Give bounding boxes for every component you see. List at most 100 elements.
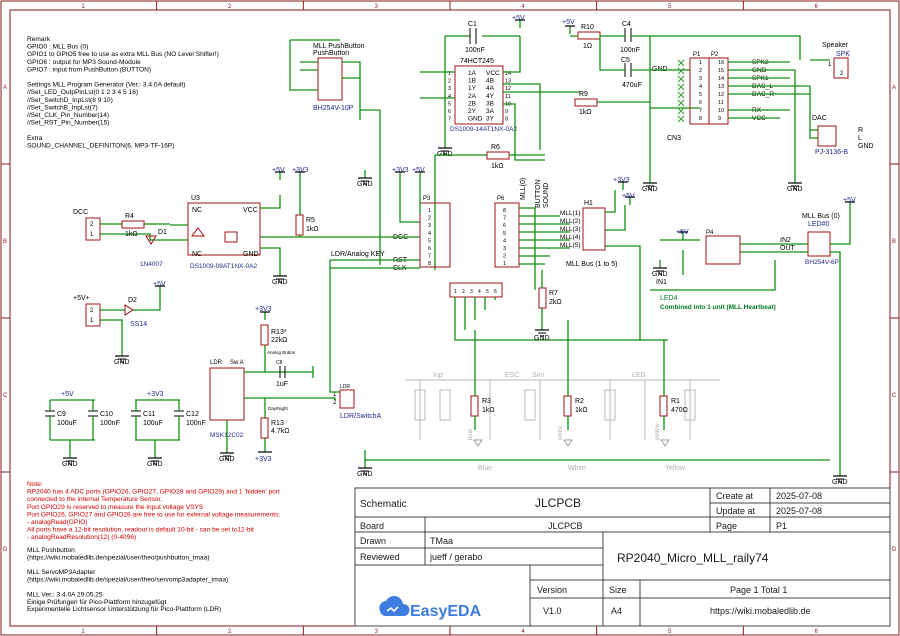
mll-bus0-title: MLL Bus (0) (802, 213, 840, 220)
ic-74hct-ref: 74HCT245 (460, 58, 494, 65)
r1-resistor: R1 470Ω (659, 395, 688, 417)
r9-ref: R9 (579, 91, 588, 98)
p3v3-label-r13star: +3V3 (255, 306, 272, 313)
r6-resistor: R6 1kΩ (486, 144, 510, 170)
r3-resistor: R3 1kΩ (470, 395, 495, 417)
ic-pin-left: GND (468, 116, 483, 123)
column-label: 6 (815, 629, 819, 635)
ic-pin-num: 6 (448, 109, 451, 115)
r1-value: 470Ω (671, 407, 688, 414)
c1-value: 100nF (465, 47, 485, 54)
p5v-label-d2: +5V (153, 281, 166, 288)
r4-resistor: R4 1kΩ (121, 213, 145, 238)
cap-value: 100nF (186, 420, 206, 427)
dcc-input: DCC 21 (73, 209, 170, 241)
p6-mll0: MLL(0) (520, 178, 527, 200)
text-line: - analogRead(GPIO) (27, 519, 87, 526)
no-connect-mark (677, 99, 685, 107)
p6-pin-num: 6 (503, 223, 506, 229)
r13-ref: R13 (271, 420, 284, 427)
msk-ldr-ref: LDR (210, 360, 223, 366)
tb-update-label: Update at (716, 506, 756, 516)
p5v-label-h1: +5V (622, 193, 635, 200)
p5-pin-num: 5 (428, 238, 431, 244)
ic-pin-num: 2 (448, 79, 451, 85)
text-line: //Set_SwitchB_InpLst(7) (27, 104, 98, 111)
cn3-pin-num: 12 (718, 92, 724, 98)
column-label: 1 (81, 4, 85, 10)
text-line: - analogReadResolution(12) (0-4096) (27, 534, 136, 541)
msk-day-night: Day/Night (268, 406, 289, 411)
ic-pin-left: 1Y (468, 85, 477, 92)
adc-note-block: Note:RP2040 has 4 ADC ports (GPIO26, GPI… (27, 481, 280, 541)
c8-ref: C8 (276, 360, 283, 366)
column-label: 6 (815, 4, 819, 10)
text-line: GPIO6 : output for MP3 Sound-Module (27, 59, 141, 66)
ic-pin-num: 8 (505, 117, 508, 123)
tb-size-label: Size (609, 585, 627, 595)
column-label: 2 (228, 629, 232, 635)
p6-pin-num: 8 (503, 208, 506, 214)
p5v-label-bus0: +5V (843, 197, 856, 204)
r1-ref: R1 (671, 398, 680, 405)
row-label: D (892, 547, 897, 553)
p5-pin-num: 2 (428, 216, 431, 222)
u3-pin-vcc: VCC (243, 207, 258, 214)
cn3-pin-num: 9 (718, 116, 721, 122)
no-connect-mark (677, 91, 685, 99)
cap-net-label: +3V3 (147, 391, 164, 398)
r9-value: 1kΩ (579, 109, 592, 116)
d2-part: SS14 (130, 321, 147, 328)
r3-value: 1kΩ (482, 407, 495, 414)
text-line: MLL Ver.: 3.4.0A 29.05.25 (27, 591, 103, 598)
ldr-sw-caption: LDR/SwitchA (340, 413, 382, 420)
r4-value: 1kΩ (125, 231, 138, 238)
ic-pin-num: 11 (505, 94, 511, 100)
svg-text:1: 1 (90, 232, 94, 238)
led4-caption: Combined into 1 unit (MLL Heartbeat) (660, 304, 776, 311)
p3v3-label-r13: +3V3 (255, 456, 272, 463)
r2-ref: R2 (575, 398, 584, 405)
speaker-title: Speaker (822, 42, 849, 49)
r13star-value: 22kΩ (271, 337, 288, 344)
ic-pin-num: 3 (448, 86, 451, 92)
p4-ref: P4 (706, 230, 714, 236)
text-line: Experimentelle Lichtsensor Unterstützung… (27, 606, 221, 613)
r3-ref: R3 (482, 398, 491, 405)
p6-pin-num: 4 (503, 238, 506, 244)
ic-pin-num: 9 (505, 109, 508, 115)
gnd-label-cn3: GND (787, 186, 803, 193)
mll-bus0-sub: LED#0 (808, 221, 830, 228)
tb-project: RP2040_Micro_MLL_raily74 (617, 551, 769, 565)
ldr-switch-connector: LDR LDR/SwitchA 12 (329, 260, 382, 420)
ghost-led-label: Blue (478, 465, 492, 472)
cn3-pin-num: 11 (718, 100, 724, 106)
gnd-label-u3: GND (272, 279, 288, 286)
p3v3-label-h1: +3V3 (613, 177, 630, 184)
ghost-led-label: Yellow (665, 465, 686, 472)
d1-ref: D1 (158, 229, 167, 236)
tb-update-value: 2025-07-08 (776, 506, 822, 516)
row-label: C (3, 393, 8, 399)
p6-pin-num: 3 (503, 246, 506, 252)
ghost-led-inner: blue (468, 428, 474, 440)
c5-ref: C5 (621, 57, 630, 64)
text-line: //Set_LED_OutpPinLst(0 1 2 3 4 5 16) (27, 89, 138, 96)
ic-pin-num: 13 (505, 79, 511, 85)
d2-net: +5V+ (73, 295, 90, 302)
text-line: //Set_RST_Pin_Number(15) (27, 120, 109, 127)
row-label: B (892, 239, 896, 245)
ic-pin-left: 2A (468, 93, 477, 100)
column-label: 4 (521, 4, 525, 10)
svg-text:1: 1 (828, 62, 832, 68)
r7-value: 2kΩ (549, 299, 562, 306)
p6-pin-num: 1 (503, 261, 506, 267)
r13star-resistor: R13* 22kΩ (260, 324, 288, 346)
tb-create-label: Create at (716, 491, 754, 501)
gnd-label-p4: GND (652, 271, 668, 278)
svg-text:2: 2 (90, 222, 94, 228)
c4-capacitor: C4 100nF (620, 21, 640, 54)
cn3-pin-num: 14 (718, 76, 724, 82)
tb-page-label: Page (716, 521, 737, 531)
